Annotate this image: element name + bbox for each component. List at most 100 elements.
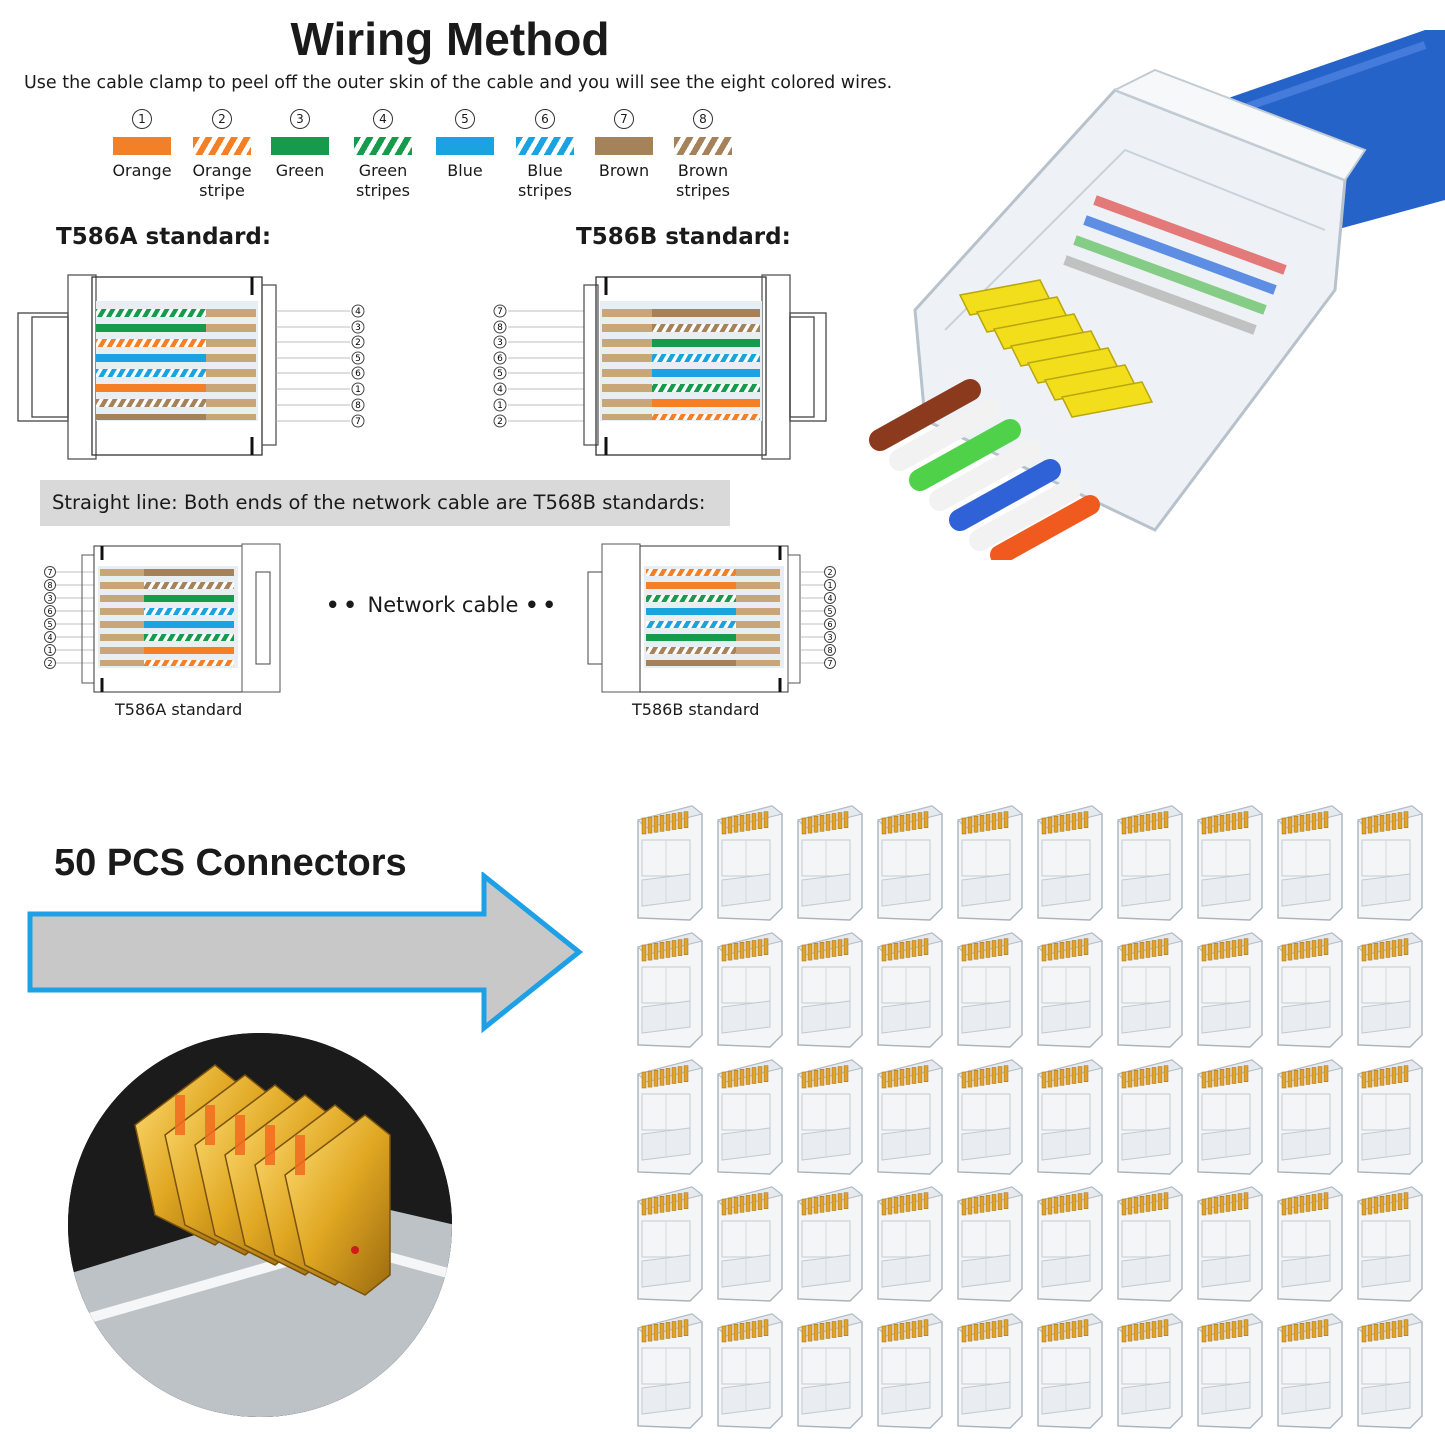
legend-swatch-orange [113,137,171,155]
rj45-connector-icon [872,1308,952,1435]
rj45-connector-icon [1272,1054,1352,1181]
rj45-connector-icon [632,800,712,927]
legend-item: 7 Brown [582,108,666,181]
legend-label: Orange [112,161,172,180]
legend-number: 2 [212,109,232,129]
rj45-connector-icon [1032,927,1112,1054]
legend-swatch-blue [436,137,494,155]
pin-number: 5 [47,620,52,629]
rj45-connector-icon [712,800,792,927]
legend-label: Green [358,161,408,180]
wire-ends [869,379,1100,560]
rj45-connector-icon [1192,1054,1272,1181]
legend-swatch-brown [595,137,653,155]
rj45-connector-icon [632,927,712,1054]
rj45-connector-icon [952,1181,1032,1308]
pin-number: 7 [827,659,832,668]
pin-number: 8 [355,401,361,411]
rj45-connector-icon [632,1054,712,1181]
pin-number: 2 [497,417,503,427]
gold-contact-closeup [68,1033,452,1417]
legend-label: Green [275,161,325,180]
legend-label-2: stripes [518,181,572,200]
legend-label-2: stripe [199,181,245,200]
legend-label-2: stripes [356,181,410,200]
rj45-connector-icon [952,1308,1032,1435]
pin-number: 5 [355,354,361,364]
pin-number: 1 [827,581,832,590]
network-cable-label: •• Network cable •• [326,593,560,617]
rj45-connector-icon [712,1181,792,1308]
legend-item: 5 Blue [423,108,507,181]
legend-number: 4 [373,109,393,129]
rj45-connector-icon [1352,800,1432,927]
rj45-connector-icon [1272,800,1352,927]
rj45-connector-icon [872,1054,952,1181]
pin-number: 2 [355,338,361,348]
rj45-connector-icon [952,800,1032,927]
legend-number: 6 [535,109,555,129]
t586b-diagram: 7 8 3 6 5 4 1 2 [493,274,827,460]
pin-number: 1 [47,646,52,655]
legend-swatch-green-stripe [354,137,412,155]
pin-number: 8 [827,646,832,655]
rj45-connector-icon [872,927,952,1054]
straight-line-banner: Straight line: Both ends of the network … [40,480,730,526]
right-arrow-icon [27,872,584,1034]
rj45-connector-icon [1192,927,1272,1054]
pin-number: 5 [497,369,503,379]
legend-number: 5 [455,109,475,129]
rj45-connector-icon [1032,800,1112,927]
legend-number: 1 [132,109,152,129]
rj45-connector-icon [632,1181,712,1308]
legend-label: Blue [447,161,483,180]
legend-swatch-blue-stripe [516,137,574,155]
pin-number: 6 [355,369,361,379]
rj45-connector-icon [712,927,792,1054]
legend-item: 3 Green [258,108,342,181]
rj45-connector-icon [1032,1054,1112,1181]
rj45-connector-icon [1112,1181,1192,1308]
t586a-diagram: 4 3 2 5 6 1 8 7 [17,274,365,460]
rj45-connector-icon [792,1181,872,1308]
t586b-caption: T586B standard [632,700,760,719]
rj45-connector-icon [1192,1181,1272,1308]
legend-swatch-brown-stripe [674,137,732,155]
rj45-connector-icon [1352,927,1432,1054]
pin-number: 3 [497,338,503,348]
rj45-connector-icon [792,1054,872,1181]
t586b-heading: T586B standard: [576,224,791,250]
dots-right: •• [525,593,560,617]
rj45-connector-icon [1272,1181,1352,1308]
legend-number: 8 [693,109,713,129]
legend-swatch-green [271,137,329,155]
legend-label: Brown [598,161,650,180]
pin-number: 5 [827,607,832,616]
pin-number: 1 [355,385,361,395]
dots-left: •• [326,593,361,617]
rj45-connector-icon [1112,1308,1192,1435]
pin-number: 3 [827,633,832,642]
rj45-connector-icon [712,1054,792,1181]
rj45-connector-icon [1112,1054,1192,1181]
pin-number: 6 [47,607,52,616]
network-cable-text: Network cable [367,593,519,617]
straight-left-connector: 7 8 3 6 5 4 1 2 [44,543,281,693]
pin-number: 4 [47,633,52,642]
rj45-connector-icon [952,927,1032,1054]
rj45-connector-icon [792,800,872,927]
pin-number: 6 [497,354,503,364]
rj45-connector-icon [1352,1054,1432,1181]
rj45-connector-icon [1112,800,1192,927]
legend-number: 7 [614,109,634,129]
pin-number: 7 [355,417,361,427]
rj45-connector-icon [1032,1181,1112,1308]
rj45-connector-icon [632,1308,712,1435]
rj45-connector-icon [1112,927,1192,1054]
rj45-connector-icon [1272,1308,1352,1435]
rj45-connector-icon [952,1054,1032,1181]
